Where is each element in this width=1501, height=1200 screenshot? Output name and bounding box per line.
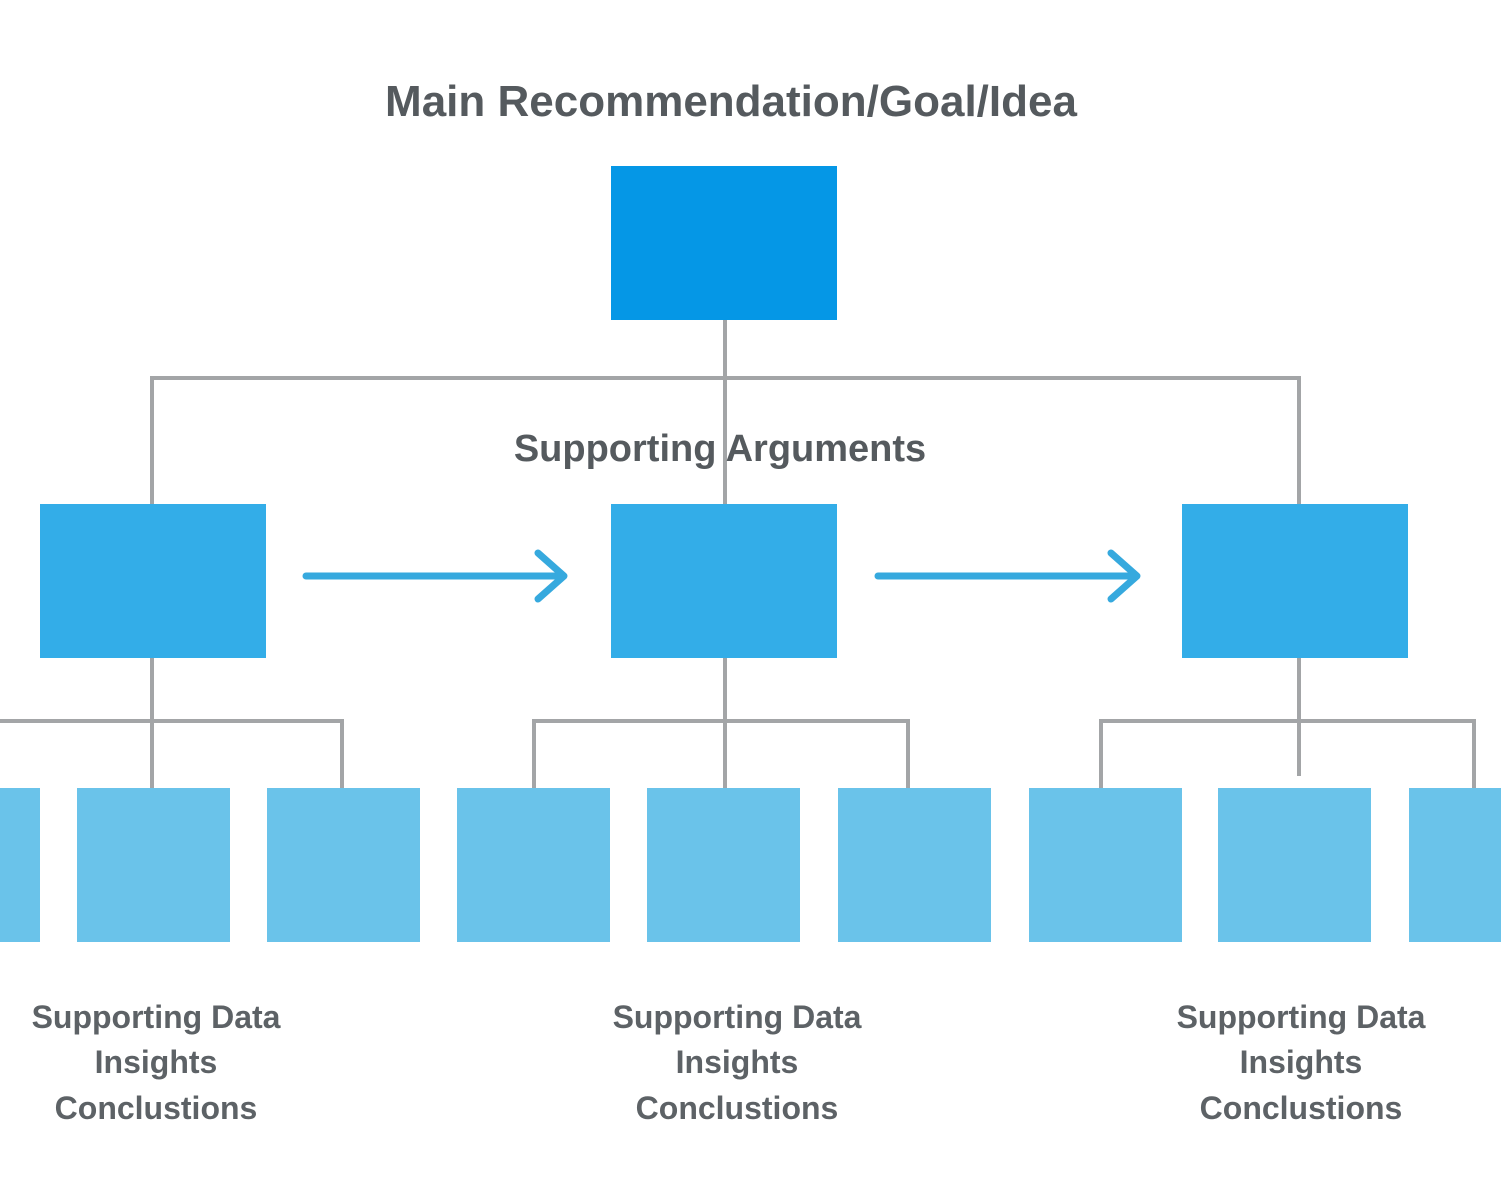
data-box-2 [77, 788, 230, 942]
caption-right-line2: Insights [1240, 1044, 1363, 1080]
center-branch-connectors [532, 656, 910, 790]
data-box-8 [1218, 788, 1371, 942]
caption-left-line2: Insights [95, 1044, 218, 1080]
data-box-3 [267, 788, 420, 942]
flow-arrow-1 [302, 549, 568, 603]
caption-right-line1: Supporting Data [1177, 999, 1426, 1035]
data-box-4 [457, 788, 610, 942]
argument-box-2 [611, 504, 837, 658]
right-branch-connectors [1099, 656, 1476, 790]
supporting-arguments-label: Supporting Arguments [514, 428, 926, 470]
caption-center: Supporting Data Insights Conclustions [613, 999, 862, 1126]
main-title: Main Recommendation/Goal/Idea [385, 77, 1077, 126]
caption-center-line1: Supporting Data [613, 999, 862, 1035]
caption-right: Supporting Data Insights Conclustions [1177, 999, 1426, 1126]
main-goal-box [611, 166, 837, 320]
data-box-1 [0, 788, 40, 942]
flow-arrow-2 [874, 549, 1141, 603]
argument-box-1 [40, 504, 266, 658]
caption-left: Supporting Data Insights Conclustions [32, 999, 281, 1126]
caption-left-line1: Supporting Data [32, 999, 281, 1035]
caption-left-line3: Conclustions [55, 1090, 258, 1126]
caption-center-line3: Conclustions [636, 1090, 839, 1126]
top-level-connectors [150, 318, 1301, 505]
caption-right-line3: Conclustions [1200, 1090, 1403, 1126]
data-box-6 [838, 788, 991, 942]
left-branch-connectors [0, 656, 344, 790]
supporting-data-boxes [0, 788, 1501, 942]
argument-box-3 [1182, 504, 1408, 658]
data-box-7 [1029, 788, 1182, 942]
caption-center-line2: Insights [676, 1044, 799, 1080]
data-box-5 [647, 788, 800, 942]
data-box-9 [1409, 788, 1501, 942]
